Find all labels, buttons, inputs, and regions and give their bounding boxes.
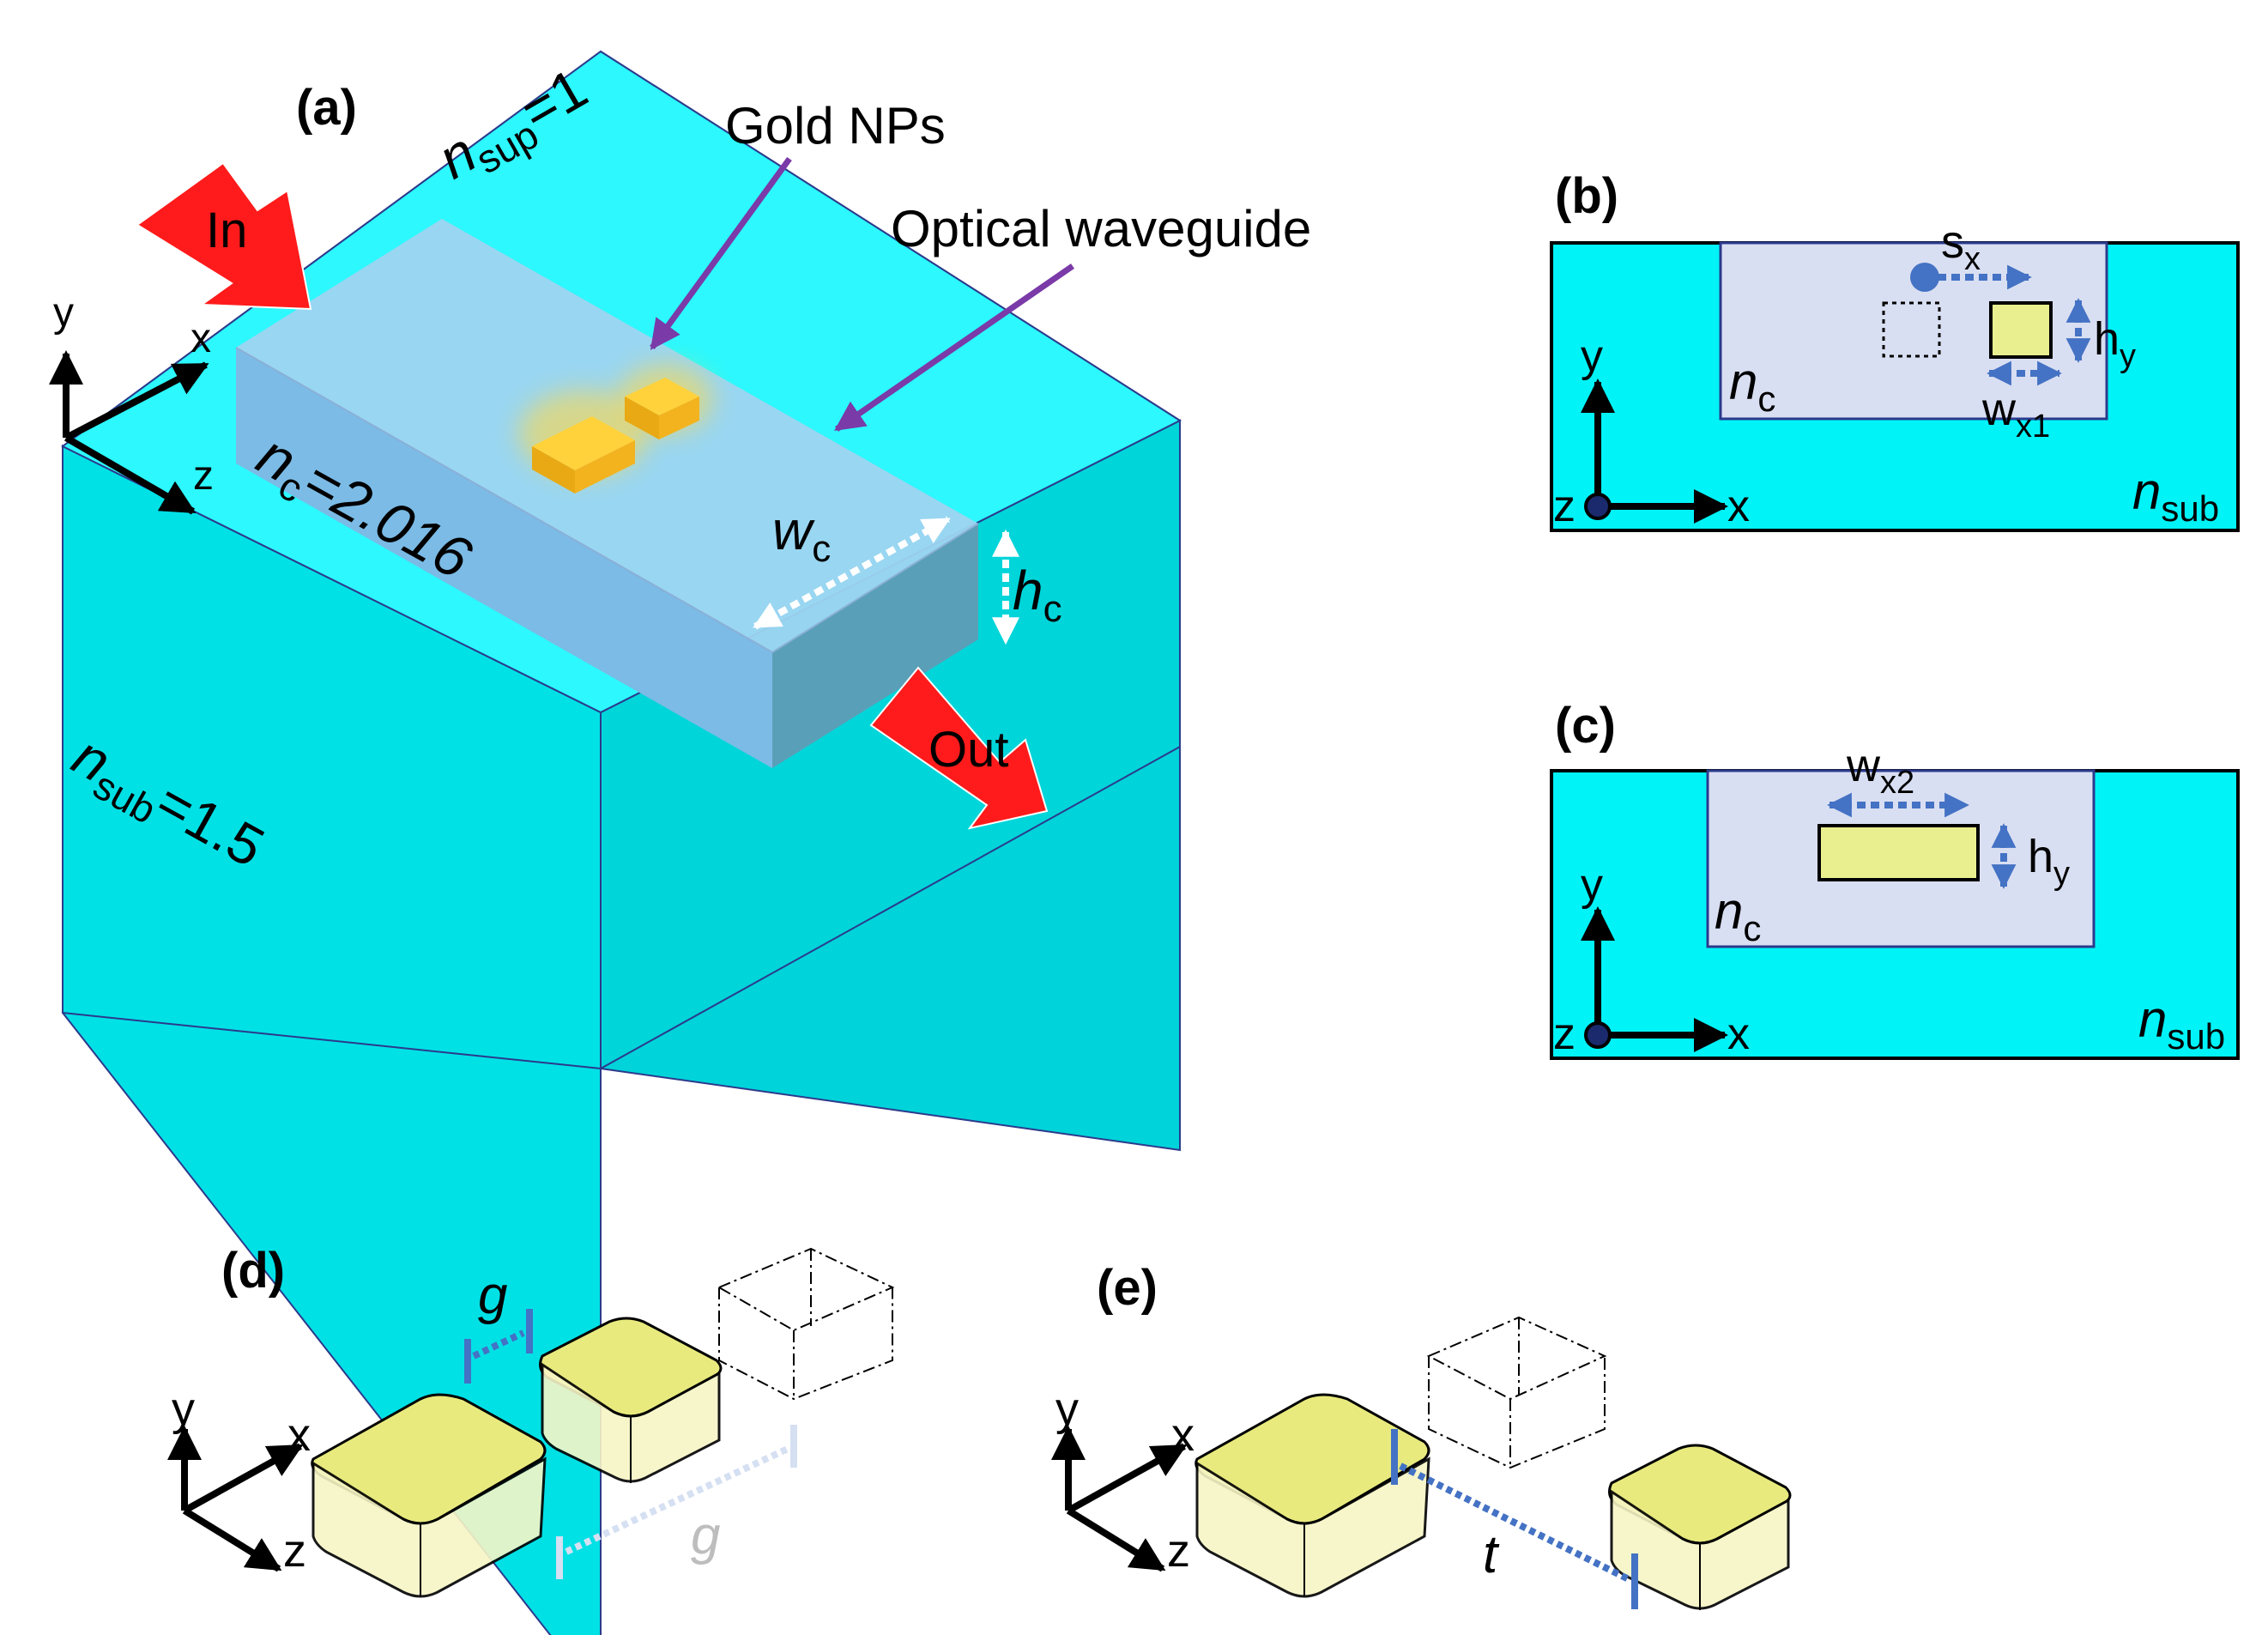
g-top-label: g: [478, 1266, 507, 1325]
sx-sub: x: [1964, 241, 1981, 277]
z-axis-dot-c: [1584, 1021, 1612, 1049]
axis-b-x: x: [1727, 481, 1750, 531]
gold-nps-label: Gold NPs: [725, 97, 946, 154]
hy-c-sym: h: [2028, 831, 2053, 882]
axis-a-y: y: [53, 290, 74, 336]
axis-b-z: z: [1553, 481, 1576, 531]
hy-c-sub: y: [2053, 856, 2070, 892]
wc-sym: w: [772, 500, 815, 561]
t-label: t: [1483, 1525, 1500, 1584]
svg-text:wx2: wx2: [1846, 740, 1914, 801]
g-top-gap: [472, 1329, 525, 1359]
out-arrow: [869, 666, 1049, 830]
wx2-sym: w: [1846, 740, 1881, 791]
nsub-c-sym: n: [2138, 990, 2167, 1048]
sx-sym: s: [1941, 216, 1964, 268]
gold-nps: [519, 365, 712, 494]
axis-a-z: z: [193, 453, 214, 499]
np-b-ghost: [1882, 301, 1941, 358]
panel-c: (c) y x z wx2 hy nc nsub: [1550, 698, 2240, 1060]
svg-text:hy: hy: [2094, 313, 2136, 374]
axes-a: [49, 350, 209, 515]
axis-d-y: y: [172, 1384, 195, 1435]
svg-text:nsub: nsub: [2138, 990, 2225, 1057]
hy-b-sym: h: [2094, 313, 2120, 365]
in-label: In: [206, 203, 247, 258]
out-label: Out: [928, 722, 1009, 778]
wc-dimension: [753, 516, 951, 630]
nsub-b-sym: n: [2132, 463, 2161, 520]
wc-sub: c: [812, 528, 831, 570]
wx1-sym: w: [1981, 384, 2017, 435]
wx2-sub: x2: [1880, 765, 1914, 801]
gold-nps-pointer: [650, 156, 792, 350]
svg-text:hy: hy: [2028, 831, 2070, 892]
np-e-large: [1194, 1393, 1430, 1598]
nc-b-sym: n: [1729, 353, 1757, 410]
panel-e: (e) y x z t: [1051, 1260, 1792, 1610]
t-gap: [1399, 1462, 1630, 1583]
np-d-large: [311, 1393, 547, 1598]
svg-text:nc: nc: [1715, 882, 1761, 948]
axis-c-z: z: [1553, 1009, 1576, 1059]
svg-text:hc: hc: [1013, 560, 1062, 630]
np-c: [1817, 824, 1980, 881]
nsub-c-sub: sub: [2167, 1016, 2225, 1057]
axis-b-y: y: [1581, 331, 1603, 381]
np-b: [1989, 301, 2053, 359]
axis-c-y: y: [1581, 860, 1603, 910]
hy-b-sub: y: [2120, 338, 2136, 374]
svg-text:nsub: nsub: [2132, 463, 2219, 529]
svg-text:wc: wc: [772, 500, 831, 570]
panel-a: y x z In Out (a) Gold NPs Optical wavegu…: [49, 50, 1311, 1635]
panel-a-label: (a): [296, 80, 357, 136]
panel-c-label: (c): [1555, 698, 1616, 754]
svg-text:nc: nc: [1729, 353, 1775, 419]
axis-e-y: y: [1055, 1384, 1079, 1435]
axis-d-x: x: [287, 1409, 311, 1461]
optical-waveguide-label: Optical waveguide: [891, 200, 1311, 257]
np-d-ghost: [717, 1247, 895, 1401]
panel-d: (d) y x z: [167, 1243, 895, 1598]
panel-b-label: (b): [1555, 168, 1618, 224]
origin-dot-b: [1910, 263, 1939, 292]
waveguide-pointer: [834, 263, 1074, 432]
z-axis-dot-b: [1584, 493, 1612, 520]
nc-b-sub: c: [1757, 378, 1775, 419]
in-arrow: [136, 161, 312, 311]
axis-c-x: x: [1727, 1009, 1750, 1059]
hc-sub: c: [1043, 588, 1062, 630]
axis-e-x: x: [1171, 1409, 1194, 1461]
np-e-ghost: [1426, 1316, 1607, 1469]
panel-b: (b) y x z sx hy wx1 nc nsub: [1550, 168, 2240, 532]
np-d-small: [539, 1317, 723, 1483]
hc-sym: h: [1013, 560, 1043, 621]
nc-c-sub: c: [1743, 908, 1761, 948]
svg-text:sx: sx: [1941, 216, 1981, 277]
axis-a-x: x: [191, 316, 211, 361]
nc-c-sym: n: [1715, 882, 1743, 940]
panel-d-label: (d): [221, 1243, 285, 1299]
svg-text:wx1: wx1: [1981, 384, 2050, 445]
g-bottom-label: g: [691, 1506, 720, 1565]
axis-e-z: z: [1167, 1525, 1190, 1577]
np-e-small: [1608, 1444, 1792, 1610]
panel-e-label: (e): [1097, 1260, 1158, 1316]
axis-d-z: z: [283, 1525, 306, 1577]
nsub-b-sub: sub: [2161, 488, 2219, 529]
waveguide-left-face: [236, 348, 772, 768]
wx1-sub: x1: [2016, 409, 2050, 445]
